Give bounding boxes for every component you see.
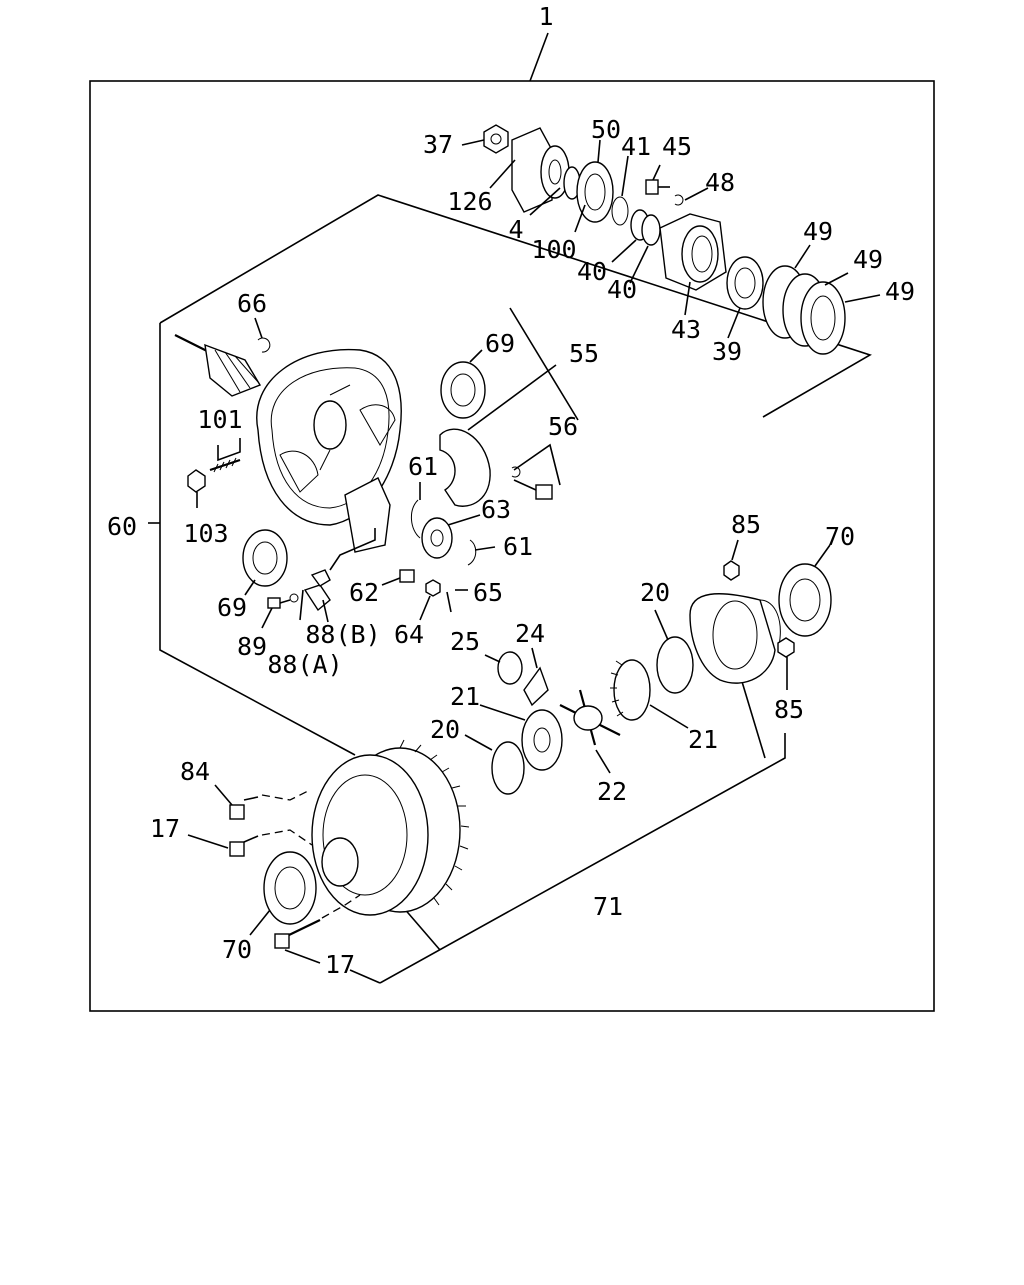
callout-126: 126 [447, 187, 492, 216]
part-85-nut-top [723, 539, 740, 581]
part-39-bearing [726, 256, 764, 339]
callout-25: 25 [450, 627, 480, 656]
callout-50: 50 [591, 115, 621, 144]
part-64-nut [419, 579, 441, 621]
callout-40-a: 40 [577, 257, 607, 286]
assembly-leader [529, 32, 549, 82]
part-49-shims [762, 244, 881, 355]
part-71-ringgear-case [311, 739, 470, 916]
callout-39: 39 [712, 337, 742, 366]
callout-24: 24 [515, 619, 545, 648]
part-43-retainer [659, 213, 727, 316]
callout-85-b: 85 [774, 695, 804, 724]
part-24-pinion-gear [523, 647, 549, 707]
callout-37: 37 [423, 130, 453, 159]
callout-21-b: 21 [688, 725, 718, 754]
callout-43: 43 [671, 315, 701, 344]
part-70-bearing-left [249, 851, 317, 936]
part-20-thrustwasher-left [464, 734, 525, 795]
carrier-housing [256, 348, 402, 553]
part-62-bolt [381, 569, 415, 586]
callout-4: 4 [508, 215, 523, 244]
callout-101: 101 [197, 405, 242, 434]
callout-63: 63 [481, 495, 511, 524]
callout-45: 45 [662, 132, 692, 161]
callout-49-c: 49 [885, 277, 915, 306]
part-50-bearing [574, 139, 614, 233]
callout-70-a: 70 [825, 522, 855, 551]
part-41-ring [611, 155, 629, 226]
part-61-snapring [411, 482, 496, 566]
part-66-pinion-gear [174, 317, 271, 397]
part-85-nut-bottom [777, 637, 795, 690]
part-17-bolt-lower [274, 894, 361, 964]
callout-55: 55 [569, 339, 599, 368]
callout-88-b: 88(B) [305, 620, 380, 649]
part-69-adjuster-bottom [242, 529, 288, 596]
part-22-spider [559, 689, 621, 774]
part-88-lockplates [299, 528, 376, 623]
callout-21-a: 21 [450, 682, 480, 711]
part-45-bolt [645, 164, 670, 195]
part-84-bolt [214, 784, 311, 820]
callout-48: 48 [705, 168, 735, 197]
callout-62: 62 [349, 578, 379, 607]
callout-49-a: 49 [803, 217, 833, 246]
callout-17-b: 17 [325, 950, 355, 979]
part-17-bolt-upper [187, 829, 313, 857]
part-48-clip [674, 187, 709, 206]
part-56-bolt [511, 443, 561, 500]
callout-100: 100 [531, 235, 576, 264]
callout-60: 60 [107, 512, 137, 541]
part-89-bolt [261, 593, 299, 629]
part-103-nut [187, 469, 206, 508]
part-55-cap [439, 364, 557, 507]
part-101-stud [209, 438, 241, 473]
callout-1: 1 [538, 2, 553, 31]
callout-17-a: 17 [150, 814, 180, 843]
callout-69-a: 69 [485, 329, 515, 358]
callout-70-b: 70 [222, 935, 252, 964]
group-outline-pinion [159, 194, 872, 418]
callout-85-a: 85 [731, 510, 761, 539]
part-70-bearing-right [778, 544, 832, 637]
part-20-thrustwasher-right [654, 609, 694, 694]
callout-49-b: 49 [853, 245, 883, 274]
callout-41: 41 [621, 132, 651, 161]
part-63-bearing [421, 514, 481, 559]
callout-64: 64 [394, 620, 424, 649]
callout-71: 71 [593, 892, 623, 921]
callout-61-a: 61 [408, 452, 438, 481]
callout-89: 89 [237, 632, 267, 661]
callout-69-b: 69 [217, 593, 247, 622]
part-37-nut [461, 124, 509, 154]
callout-20-a: 20 [640, 578, 670, 607]
callout-65: 65 [473, 578, 503, 607]
callout-66: 66 [237, 289, 267, 318]
callout-22: 22 [597, 777, 627, 806]
callout-40-b: 40 [607, 275, 637, 304]
callout-84: 84 [180, 757, 210, 786]
callout-88-a: 88(A) [267, 650, 342, 679]
part-25-washer [484, 651, 523, 685]
part-69-adjuster-top [440, 349, 486, 419]
part-diff-case-right [689, 593, 781, 684]
part-21-sidegear-right [610, 659, 689, 729]
callout-20-b: 20 [430, 715, 460, 744]
group-outline-carrier [159, 323, 356, 756]
callout-56: 56 [548, 412, 578, 441]
callout-61-b: 61 [503, 532, 533, 561]
group-outline-carrier-right [509, 307, 579, 421]
part-65-pin [446, 589, 468, 613]
part-40-seals [611, 209, 661, 284]
callout-103: 103 [183, 519, 228, 548]
diagram-frame [89, 80, 935, 1012]
part-21-sidegear-left [479, 704, 563, 771]
group-outline-diff [379, 733, 786, 984]
